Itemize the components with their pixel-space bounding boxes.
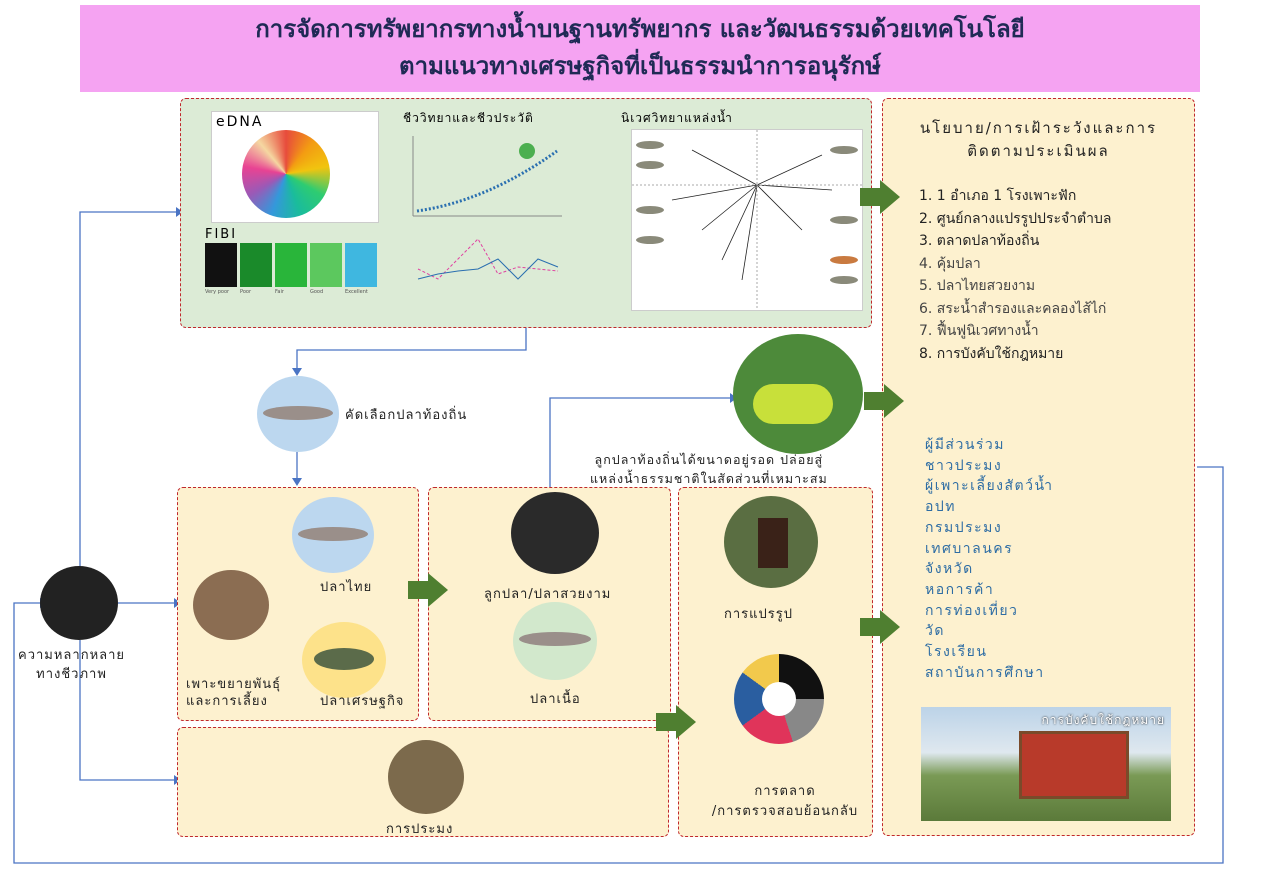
meat-fish-label: ปลาเนื้อ — [530, 692, 581, 707]
stakeholder-item: การท่องเที่ยว — [925, 602, 1019, 619]
fry-ornamental-label: ลูกปลา/ปลาสวยงาม — [484, 587, 612, 602]
policy-item: 6. สระน้ำสำรองและคลองไส้ไก่ — [919, 300, 1107, 317]
stakeholder-item: โรงเรียน — [925, 644, 988, 661]
arrow-to-policy-1 — [860, 180, 900, 214]
stakeholder-item: ชาวประมง — [925, 457, 1003, 474]
stakeholder-item: วัด — [925, 623, 945, 640]
title-line-1: การจัดการทรัพยากรทางน้ำบนฐานทรัพยากร และ… — [255, 15, 1025, 43]
title-banner: การจัดการทรัพยากรทางน้ำบนฐานทรัพยากร และ… — [80, 5, 1200, 92]
biology-heading: ชีววิทยาและชีวประวัติ — [403, 111, 534, 125]
biodiversity-circle — [40, 566, 118, 640]
arrow-to-policy-3 — [860, 610, 900, 644]
fibi-label: FIBI — [205, 227, 238, 242]
stakeholder-item: เทศบาลนคร — [925, 540, 1014, 557]
stakeholder-item: สถาบันการศึกษา — [925, 664, 1045, 681]
market-sunburst-chart — [734, 654, 824, 744]
phylogenetic-tree-icon — [242, 130, 330, 218]
economic-fish-label: ปลาเศรษฐกิจ — [320, 694, 405, 709]
breeding-photo — [193, 570, 269, 640]
arrow-to-fry — [408, 573, 448, 607]
cca-ordination-figure — [631, 129, 863, 311]
edna-figure: eDNA — [211, 111, 379, 223]
arrow-to-marketing — [656, 705, 696, 739]
stakeholder-item: จังหวัด — [925, 561, 974, 578]
processing-photo — [724, 496, 818, 588]
stakeholder-list: ผู้มีส่วนร่วม ชาวประมง ผู้เพาะเลี้ยงสัตว… — [925, 435, 1053, 683]
marketing-label: การตลาด /การตรวจสอบย้อนกลับ — [711, 784, 859, 819]
law-enforcement-photo: การบังคับใช้กฎหมาย — [921, 707, 1171, 821]
select-local-fish-label: คัดเลือกปลาท้องถิ่น — [345, 408, 468, 423]
economic-fish-circle — [302, 622, 386, 698]
breeding-label: เพาะขยายพันธุ์ และการเลี้ยง — [186, 677, 282, 709]
policy-item: 5. ปลาไทยสวยงาม — [919, 278, 1036, 294]
fibi-figure — [205, 243, 377, 287]
ecology-heading: นิเวศวิทยาแหล่งน้ำ — [621, 111, 733, 125]
release-photo — [733, 334, 863, 454]
stakeholder-item: อปท — [925, 499, 957, 516]
thai-fish-circle — [292, 497, 374, 573]
fishing-photo — [388, 740, 464, 814]
policy-title: นโยบาย/การเฝ้าระวังและการ ติดตามประเมินผ… — [919, 119, 1158, 160]
policy-item: 4. คุ้มปลา — [919, 255, 981, 272]
policy-item: 7. ฟื้นฟูนิเวศทางน้ำ — [919, 323, 1039, 339]
biodiversity-label: ความหลากหลาย ทางชีวภาพ — [18, 648, 126, 682]
policy-item: 8. การบังคับใช้กฎหมาย — [919, 345, 1064, 362]
stakeholder-item: หอการค้า — [925, 581, 995, 598]
law-photo-caption: การบังคับใช้กฎหมาย — [1041, 713, 1165, 727]
processing-label: การแปรรูป — [724, 607, 794, 622]
growth-scatter-chart — [407, 131, 567, 221]
policy-item: 3. ตลาดปลาท้องถิ่น — [919, 233, 1040, 249]
stakeholder-item: กรมประมง — [925, 519, 1003, 536]
policy-item: 2. ศูนย์กลางแปรรูปประจำตำบล — [919, 210, 1112, 227]
fishing-label: การประมง — [386, 822, 454, 837]
title-line-2: ตามแนวทางเศรษฐกิจที่เป็นธรรมนำการอนุรักษ… — [399, 52, 881, 80]
policy-list: 1. 1 อำเภอ 1 โรงเพาะฟัก 2. ศูนย์กลางแปรร… — [919, 185, 1111, 365]
policy-item: 1. 1 อำเภอ 1 โรงเพาะฟัก — [919, 188, 1077, 204]
arrow-to-policy-2 — [864, 384, 904, 418]
fry-ornamental-circle — [511, 492, 599, 574]
policy-panel: นโยบาย/การเฝ้าระวังและการ ติดตามประเมินผ… — [882, 98, 1195, 836]
select-fish-circle — [257, 376, 339, 452]
meat-fish-circle — [513, 602, 597, 680]
stakeholder-heading: ผู้มีส่วนร่วม — [925, 437, 1006, 453]
stakeholder-item: ผู้เพาะเลี้ยงสัตว์น้ำ — [925, 478, 1054, 495]
gonad-line-chart — [413, 229, 563, 289]
release-label: ลูกปลาท้องถิ่นได้ขนาดอยู่รอด ปล่อยสู่ แห… — [590, 452, 828, 486]
edna-label: eDNA — [216, 114, 264, 130]
warning-sign — [1019, 731, 1129, 799]
thai-fish-label: ปลาไทย — [320, 580, 373, 595]
